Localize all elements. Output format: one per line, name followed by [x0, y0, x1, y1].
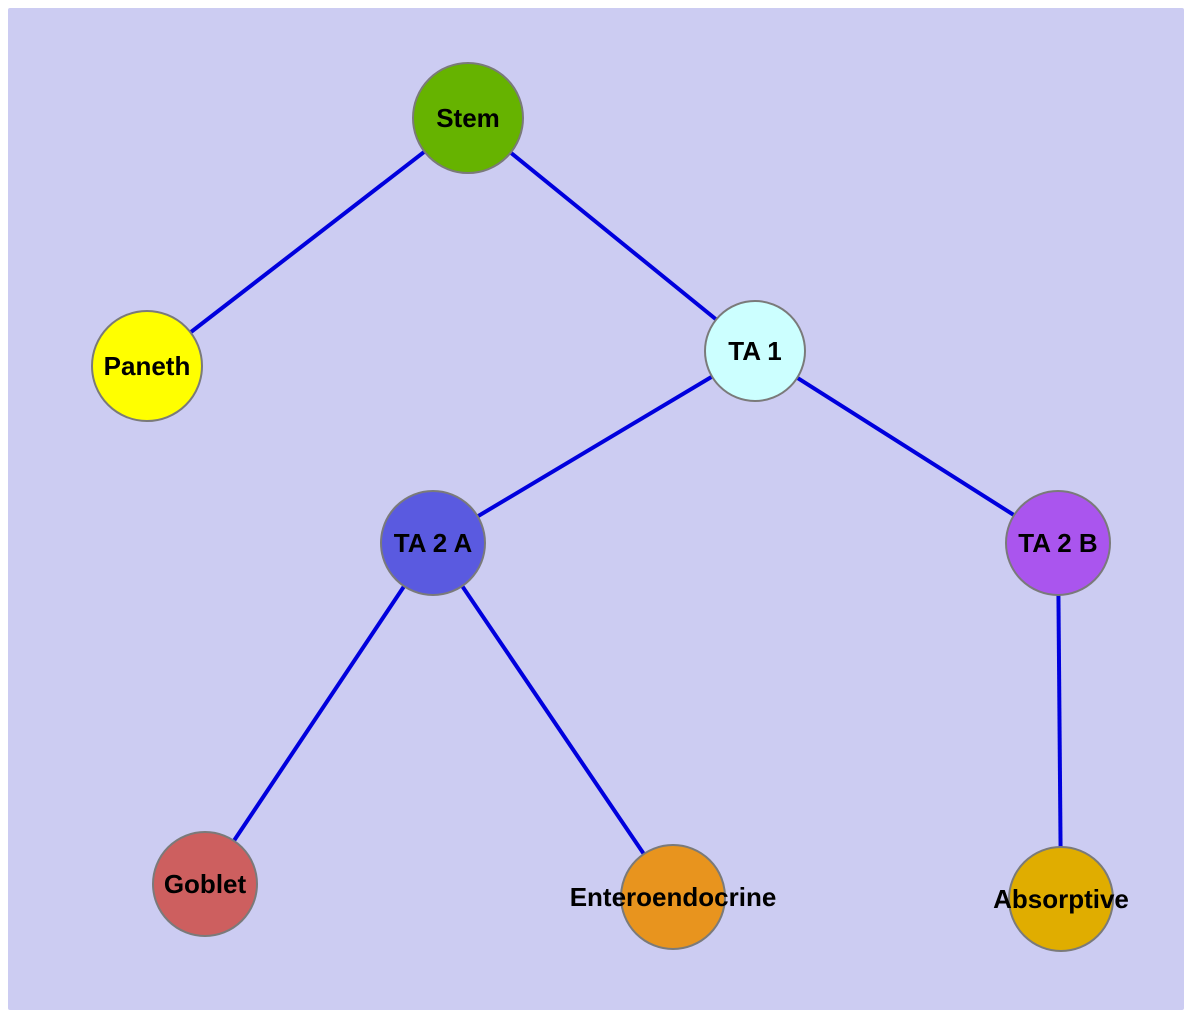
node-circle-absorptive[interactable]	[1008, 846, 1114, 952]
node-circle-ta1[interactable]	[704, 300, 806, 402]
edge-stem-paneth	[145, 116, 470, 368]
node-circle-ta2a[interactable]	[380, 490, 486, 596]
node-circle-ta2b[interactable]	[1005, 490, 1111, 596]
node-ta1[interactable]: TA 1	[704, 300, 806, 402]
edge-ta2a-goblet	[203, 541, 435, 886]
edge-ta2a-enteroendocrine	[431, 541, 675, 899]
edge-ta1-ta2b	[753, 349, 1060, 545]
node-ta2b[interactable]: TA 2 B	[1005, 490, 1111, 596]
node-circle-stem[interactable]	[412, 62, 524, 174]
edges-layer	[145, 116, 1063, 900]
node-goblet[interactable]: Goblet	[152, 831, 258, 937]
node-paneth[interactable]: Paneth	[91, 310, 203, 422]
node-circle-goblet[interactable]	[152, 831, 258, 937]
node-circle-paneth[interactable]	[91, 310, 203, 422]
node-ta2a[interactable]: TA 2 A	[380, 490, 486, 596]
node-circle-enteroendocrine[interactable]	[620, 844, 726, 950]
node-stem[interactable]: Stem	[412, 62, 524, 174]
edge-ta1-ta2a	[431, 349, 757, 545]
graph-background	[8, 8, 1184, 1010]
edge-ta2b-absorptive	[1056, 542, 1063, 900]
edge-stem-ta1	[466, 116, 757, 353]
